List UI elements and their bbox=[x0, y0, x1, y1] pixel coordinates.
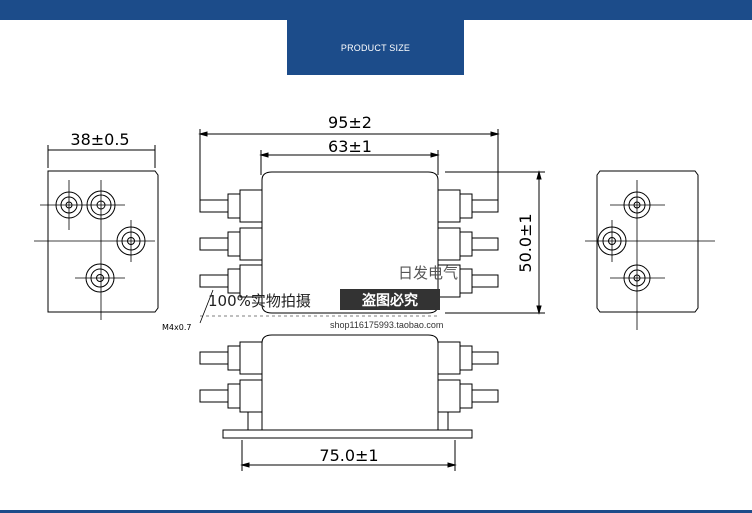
dim-side-width: 38±0.5 bbox=[70, 130, 129, 149]
bottom-border bbox=[0, 510, 752, 513]
top-header-bar bbox=[0, 0, 752, 20]
watermark-authentic: 100%实物拍摄 bbox=[208, 292, 311, 310]
left-end-view bbox=[34, 145, 159, 320]
dim-mount-spacing: 75.0±1 bbox=[319, 446, 378, 465]
section-title: PRODUCT SIZE bbox=[287, 20, 464, 75]
right-end-view bbox=[585, 170, 715, 330]
front-view-bottom bbox=[199, 334, 499, 471]
dim-overall-length: 95±2 bbox=[328, 113, 372, 132]
watermark-warning: 盗图必究 bbox=[340, 289, 440, 310]
watermark-brand: 日发电气 bbox=[398, 264, 459, 282]
front-view-top bbox=[198, 129, 545, 324]
dim-height: 50.0±1 bbox=[516, 213, 535, 272]
thread-spec: M4x0.7 bbox=[162, 323, 191, 332]
dim-body-length: 63±1 bbox=[328, 137, 372, 156]
watermark-shop-url: shop116175993.taobao.com bbox=[330, 320, 444, 330]
